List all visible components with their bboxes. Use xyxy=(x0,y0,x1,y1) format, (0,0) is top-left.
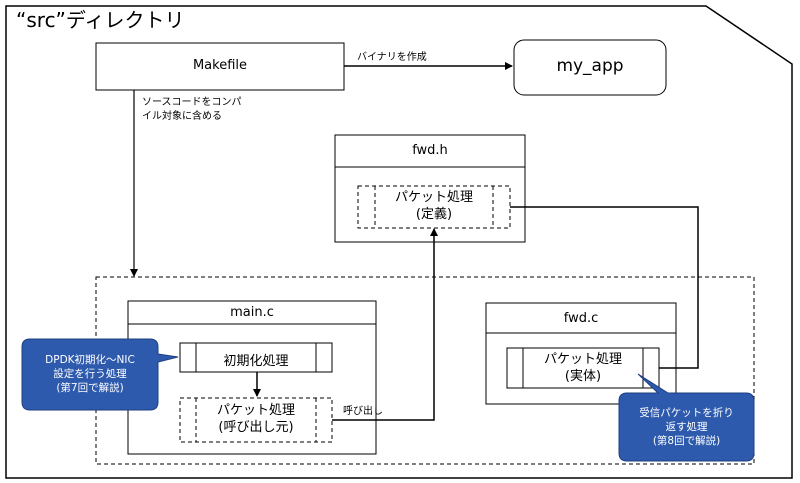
init-box xyxy=(179,342,333,373)
packet-call-box xyxy=(179,397,333,443)
packet-impl-line-2: (実体) xyxy=(564,369,602,384)
right-callout-shape xyxy=(618,373,755,462)
right-callout-line-2: 返す処理 xyxy=(665,421,708,433)
right-callout-line-3: (第8回で解説) xyxy=(652,435,721,447)
right-callout-line-1: 受信パケットを折り xyxy=(639,407,734,419)
call-label: 呼び出し xyxy=(343,406,383,417)
fwd-h-def-line-1: パケット処理 xyxy=(394,190,473,205)
left-callout-text: DPDK初期化〜NIC 設定を行う処理 (第7回で解説) xyxy=(22,353,158,395)
init-label: 初期化処理 xyxy=(223,354,289,369)
definition-to-implementation-line xyxy=(510,206,699,369)
my-app-box xyxy=(513,39,667,96)
left-callout-line-3: (第7回で解説) xyxy=(56,382,124,394)
call-arrow xyxy=(332,228,438,421)
right-callout-text: 受信パケットを折り 返す処理 (第8回で解説) xyxy=(619,406,754,448)
compile-sources-line-1: ソースコードをコンパ xyxy=(142,97,242,108)
compile-sources-line-2: イル対象に含める xyxy=(142,111,222,122)
fwd-c-label: fwd.c xyxy=(563,311,599,326)
compile-sources-label: ソースコードをコンパ イル対象に含める xyxy=(142,96,242,124)
packet-impl-label: パケット処理 (実体) xyxy=(523,351,643,385)
left-callout-line-2: 設定を行う処理 xyxy=(53,368,127,380)
packet-call-line-1: パケット処理 xyxy=(216,403,295,418)
left-callout-line-1: DPDK初期化〜NIC xyxy=(45,354,135,366)
fwd-h-def-box xyxy=(357,185,511,229)
src-directory-title: “src”ディレクトリ xyxy=(16,8,185,32)
main-c-label: main.c xyxy=(230,305,274,320)
packet-call-line-2: (呼び出し元) xyxy=(218,420,294,435)
fwd-h-label: fwd.h xyxy=(412,143,448,158)
packet-call-label: パケット処理 (呼び出し元) xyxy=(196,402,316,436)
makefile-box xyxy=(95,42,345,91)
makefile-label: Makefile xyxy=(192,58,248,73)
fwd-h-def-line-2: (定義) xyxy=(415,207,453,222)
packet-impl-line-1: パケット処理 xyxy=(543,352,622,367)
fwd-h-def-label: パケット処理 (定義) xyxy=(375,189,493,223)
build-binary-label: バイナリを作成 xyxy=(357,52,427,63)
left-callout-shape xyxy=(21,338,179,411)
my-app-label: my_app xyxy=(556,56,624,76)
